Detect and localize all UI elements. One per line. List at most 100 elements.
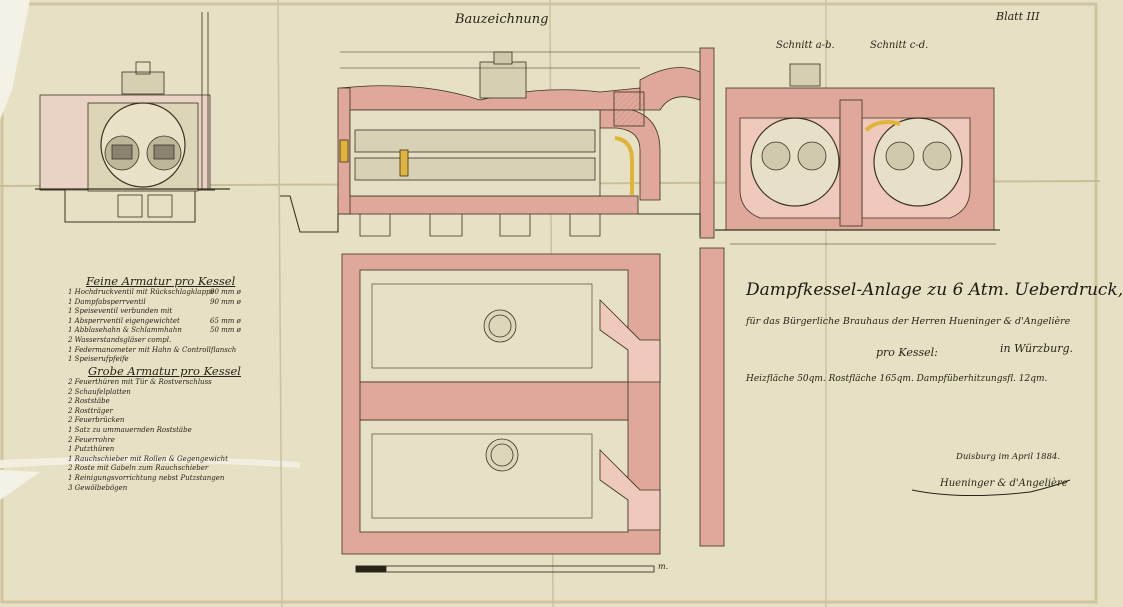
front-door-2 (153, 144, 175, 160)
title-line1: für das Bürgerliche Brauhaus der Herren … (746, 316, 1071, 327)
boiler-shell (349, 109, 601, 197)
longitudinal-section (280, 47, 715, 239)
cross-boiler-right (873, 117, 963, 207)
list-item: 2 Roste mit Gabeln zum Rauchschieber (68, 464, 209, 473)
sheet-number: Blatt III (996, 10, 1040, 23)
item-text: 1 Dampfabsperrventil (68, 297, 146, 306)
cross-section-pier (839, 99, 863, 227)
item-qty: 90 mm ø (210, 288, 241, 296)
boiler-tube-2 (354, 157, 596, 181)
item-qty: 90 mm ø (210, 297, 241, 306)
section-chimney (699, 47, 715, 239)
list-item: 2 Feuerbrücken (68, 416, 125, 425)
title-per-boiler: pro Kessel: (876, 346, 938, 359)
cross-boiler-left-flue-2 (797, 141, 827, 171)
list-item: 2 Roststäbe (68, 397, 110, 406)
section-ground (280, 195, 701, 236)
title-specs: Heizfläche 50qm. Rostfläche 165qm. Dampf… (746, 374, 1048, 384)
plan-inner-outline-2 (371, 433, 593, 519)
drawing-heading: Bauzeichnung (455, 12, 549, 27)
item-text: 1 Absperrventil eigengewichtet (68, 316, 180, 325)
boiler-tube-1 (354, 129, 596, 153)
item-text: 1 Federmanometer mit Hahn & Controllflan… (68, 345, 237, 354)
steam-dome (479, 61, 527, 99)
paper-edge (0, 2, 1098, 604)
cross-yellow-arc (864, 120, 901, 132)
list-item: 1 Speiserufpfeife (68, 355, 248, 365)
front-elevation (35, 12, 230, 223)
signature: Hueninger & d'Angelière (940, 478, 1068, 489)
steam-dome-top (493, 51, 513, 65)
item-qty: 50 mm ø (210, 326, 241, 335)
list-item: 2 Feuerrohre (68, 435, 115, 444)
title-main: Dampfkessel-Anlage zu 6 Atm. Ueberdruck, (746, 280, 1123, 300)
list-item: 1 Absperrventil eigengewichtet 65 mm ø (68, 317, 248, 327)
plan-middle-wall (359, 381, 629, 421)
plan-view (341, 247, 725, 555)
list-item: 1 Reinigungsvorrichtung nebst Putzstange… (68, 473, 225, 482)
item-text: 1 Abblasehahn & Schlammhahn (68, 326, 182, 335)
scale-unit: m. (658, 562, 669, 571)
vertical-fold-1 (277, 0, 283, 607)
list-item: 2 Wasserstandsgläser compl. (68, 336, 248, 346)
list-item: 2 Feuerthüren mit Tür & Rostverschluss (68, 378, 212, 386)
list-item: 2 Rostträger (68, 406, 113, 415)
item-text: 1 Hochdruckventil mit Rückschlagklappe (68, 288, 215, 296)
front-ash-door-1 (117, 194, 143, 218)
plan-flue-1 (599, 299, 661, 383)
front-ash-door-2 (147, 194, 173, 218)
list-item: 2 Schaufelplatten (68, 387, 131, 396)
item-text: 1 Speiserufpfeife (68, 355, 129, 364)
cross-sections (715, 63, 1000, 245)
scale-bar (355, 565, 655, 573)
plan-flue-2 (599, 449, 661, 531)
plan-boiler-room-2 (359, 419, 629, 533)
section-label-cd: Schnitt c-d. (870, 40, 929, 51)
cross-boiler-right-flue-1 (885, 141, 915, 171)
front-fitting (135, 61, 151, 75)
section-flue-bend (599, 109, 661, 201)
list-item: 1 Satz zu ummauernden Roststäbe (68, 425, 192, 434)
plan-manhole-2-inner (490, 443, 514, 467)
grobe-armatur-list: 2 Feuerthüren mit Tür & Rostverschluss 2… (68, 378, 248, 493)
torn-corner (0, 0, 30, 120)
cross-boiler-left-flue-1 (761, 141, 791, 171)
scale-bar-fill (355, 565, 387, 573)
signature-flourish (911, 479, 1071, 497)
section-masonry-bottom (337, 195, 639, 215)
item-text: 1 Speiseventil verbunden mit (68, 307, 173, 316)
section-pits (359, 214, 601, 237)
section-stairs (613, 91, 645, 127)
list-item: 3 Gewölbebögen (68, 483, 128, 492)
flue-marker-yellow (399, 149, 409, 177)
item-qty: 65 mm ø (210, 316, 241, 325)
section-label-ab: Schnitt a-b. (776, 40, 835, 51)
place-date: Duisburg im April 1884. (956, 452, 1061, 462)
fine-armatur-title: Feine Armatur pro Kessel (86, 274, 236, 288)
list-item: 1 Rauchschieber mit Rollen & Gegengewich… (68, 454, 228, 463)
grobe-armatur-title: Grobe Armatur pro Kessel (88, 364, 241, 378)
plan-inner-outline-1 (371, 283, 593, 369)
plan-chimney-wall (699, 247, 725, 547)
torn-bottom-left (0, 470, 40, 500)
item-text: 2 Wasserstandsgläser compl. (68, 335, 172, 344)
section-flue-arch (639, 67, 701, 111)
list-item: 1 Dampfabsperrventil 90 mm ø (68, 298, 248, 308)
list-item: 1 Putzthüren (68, 445, 115, 454)
front-dome (121, 71, 165, 95)
flue-yellow-bend (614, 136, 634, 195)
list-item: 1 Federmanometer mit Hahn & Controllflan… (68, 346, 248, 356)
front-door-1 (111, 144, 133, 160)
torn-fold-left (0, 456, 300, 468)
title-city: in Würzburg. (1000, 342, 1074, 355)
cross-boiler-left (750, 117, 840, 207)
cross-boiler-right-flue-2 (922, 141, 952, 171)
furnace-door-yellow (339, 139, 349, 163)
list-item: 1 Abblasehahn & Schlammhahn 50 mm ø (68, 326, 248, 336)
cross-top-fitting (789, 63, 821, 87)
plan-manhole-1-inner (488, 314, 512, 338)
